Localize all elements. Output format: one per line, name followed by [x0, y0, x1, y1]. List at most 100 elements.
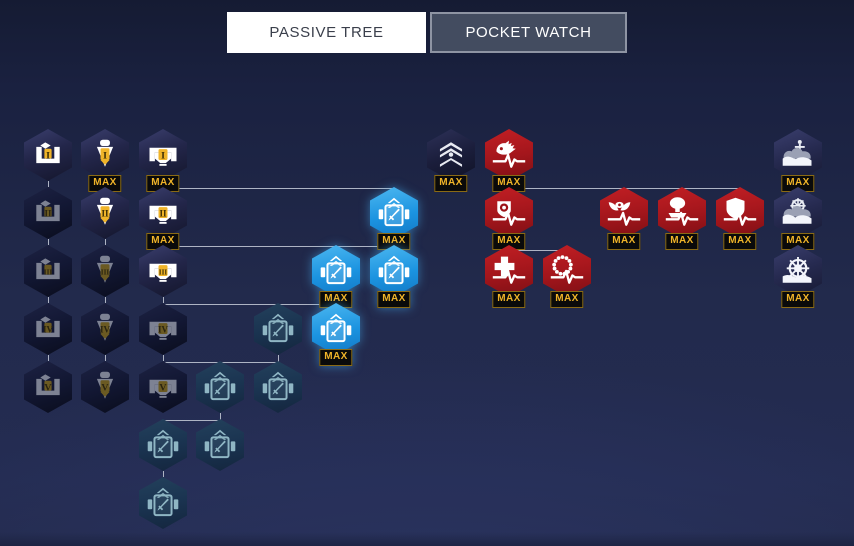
skill-node-n-layer[interactable]: MAX: [427, 129, 475, 192]
skill-node-n-hp-1[interactable]: MAX: [485, 129, 533, 192]
skill-node-n-c1-r1[interactable]: I: [24, 129, 72, 181]
svg-text:V: V: [44, 383, 52, 394]
svg-text:III: III: [159, 269, 168, 277]
skill-node-n-sw-4[interactable]: MAX: [312, 303, 360, 366]
trophy-bracket-icon: IV: [28, 309, 68, 349]
skill-node-n-c1-r5[interactable]: V: [24, 361, 72, 413]
svg-text:I: I: [46, 151, 50, 162]
node-hex-frame: II: [24, 187, 72, 239]
skill-node-n-c1-r4[interactable]: IV: [24, 303, 72, 355]
beast-pulse-icon: [489, 135, 529, 175]
node-hex-frame: IV: [24, 303, 72, 355]
skill-node-n-nav-2[interactable]: MAX: [774, 187, 822, 250]
tab-pocket-watch-label: POCKET WATCH: [465, 24, 592, 41]
node-hex-frame: III: [24, 245, 72, 297]
node-hex-frame: [254, 361, 302, 413]
skill-node-n-c3-r3[interactable]: III: [139, 245, 187, 297]
node-hex-frame: [485, 187, 533, 239]
sword-upgrade-icon: [316, 251, 356, 291]
crest-banner-icon: II: [143, 193, 183, 233]
skill-node-n-sw-5[interactable]: [254, 303, 302, 355]
sword-upgrade-icon: [200, 367, 240, 407]
svg-text:III: III: [101, 269, 110, 277]
skill-node-n-sw-3[interactable]: MAX: [370, 245, 418, 308]
pendant-badge-icon: IV: [85, 309, 125, 349]
skill-node-n-c2-r3[interactable]: III: [81, 245, 129, 297]
max-badge: MAX: [319, 349, 353, 366]
helm-cloud-icon: [778, 193, 818, 233]
crest-banner-icon: V: [143, 367, 183, 407]
node-hex-frame: [600, 187, 648, 239]
skill-node-n-c3-r4[interactable]: IV: [139, 303, 187, 355]
skill-node-n-sw-6[interactable]: [196, 361, 244, 413]
node-hex-frame: [774, 129, 822, 181]
skill-node-n-nav-1[interactable]: MAX: [774, 129, 822, 192]
skill-node-n-sw-9[interactable]: [196, 419, 244, 471]
anchor-cloud-icon: [778, 135, 818, 175]
node-hex-frame: [485, 129, 533, 181]
node-hex-frame: II: [81, 187, 129, 239]
pendant-badge-icon: I: [85, 135, 125, 175]
skill-node-n-hp-7[interactable]: MAX: [716, 187, 764, 250]
skill-node-n-sw-10[interactable]: [139, 477, 187, 529]
tab-passive-tree[interactable]: PASSIVE TREE: [227, 12, 426, 53]
node-hex-frame: [427, 129, 475, 181]
max-badge: MAX: [492, 291, 526, 308]
sword-upgrade-icon: [143, 425, 183, 465]
skill-node-n-c2-r2[interactable]: II: [81, 187, 129, 239]
skill-node-n-c1-r3[interactable]: III: [24, 245, 72, 297]
skill-node-n-hp-2[interactable]: MAX: [485, 187, 533, 250]
node-hex-frame: I: [139, 129, 187, 181]
node-hex-frame: III: [81, 245, 129, 297]
node-hex-frame: [716, 187, 764, 239]
node-hex-frame: [658, 187, 706, 239]
node-hex-frame: IV: [139, 303, 187, 355]
max-badge: MAX: [492, 175, 526, 192]
skill-node-n-hp-5[interactable]: MAX: [600, 187, 648, 250]
skill-node-n-c2-r5[interactable]: V: [81, 361, 129, 413]
max-badge: MAX: [146, 175, 180, 192]
svg-text:V: V: [101, 383, 109, 394]
skill-node-n-c3-r5[interactable]: V: [139, 361, 187, 413]
node-hex-frame: [196, 361, 244, 413]
layered-chevron-icon: [431, 135, 471, 175]
sword-upgrade-icon: [374, 193, 414, 233]
background-bottom-band: [0, 532, 854, 546]
sword-upgrade-icon: [316, 309, 356, 349]
crest-banner-icon: III: [143, 251, 183, 291]
ship-wheel-icon: [778, 251, 818, 291]
skill-node-n-nav-3[interactable]: MAX: [774, 245, 822, 308]
trophy-bracket-icon: I: [28, 135, 68, 175]
svg-text:IV: IV: [158, 325, 169, 335]
node-hex-frame: I: [81, 129, 129, 181]
node-hex-frame: III: [139, 245, 187, 297]
svg-text:V: V: [159, 383, 167, 394]
skill-node-n-hp-6[interactable]: MAX: [658, 187, 706, 250]
skill-node-n-c1-r2[interactable]: II: [24, 187, 72, 239]
max-badge: MAX: [665, 233, 699, 250]
skill-node-n-hp-4[interactable]: MAX: [543, 245, 591, 308]
skill-node-n-sw-7[interactable]: [254, 361, 302, 413]
skill-node-n-sw-2[interactable]: MAX: [312, 245, 360, 308]
trophy-bracket-icon: III: [28, 251, 68, 291]
skill-node-n-sw-1[interactable]: MAX: [370, 187, 418, 250]
sword-upgrade-icon: [143, 483, 183, 523]
pendant-badge-icon: III: [85, 251, 125, 291]
svg-text:IV: IV: [100, 325, 111, 335]
skill-node-n-sw-8[interactable]: [139, 419, 187, 471]
node-hex-frame: [543, 245, 591, 297]
anvil-pulse-icon: [662, 193, 702, 233]
skill-node-n-hp-3[interactable]: MAX: [485, 245, 533, 308]
node-hex-frame: V: [81, 361, 129, 413]
max-badge: MAX: [781, 291, 815, 308]
sword-upgrade-icon: [258, 309, 298, 349]
tab-pocket-watch[interactable]: POCKET WATCH: [430, 12, 627, 53]
node-hex-frame: II: [139, 187, 187, 239]
skill-node-n-c2-r4[interactable]: IV: [81, 303, 129, 355]
shield-pulse-icon: [720, 193, 760, 233]
